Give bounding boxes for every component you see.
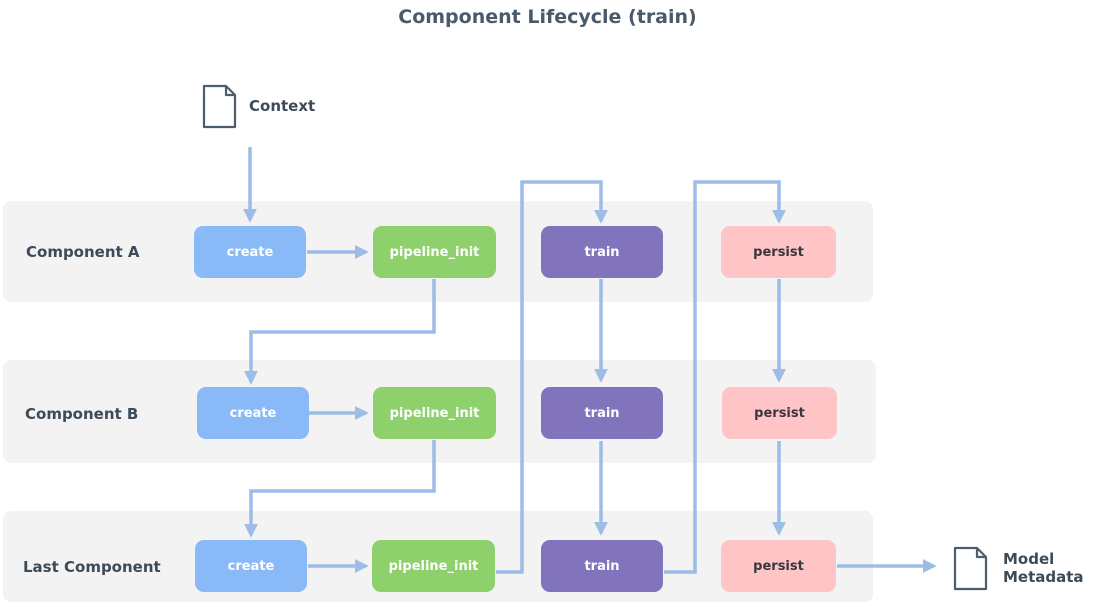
model-metadata-document-icon (953, 546, 988, 591)
node-persist-a: persist (721, 226, 836, 278)
node-train-last: train (541, 540, 663, 592)
node-pipeline-init-a: pipeline_init (373, 226, 496, 278)
node-pipeline-init-last: pipeline_init (372, 540, 495, 592)
row-label-last-component: Last Component (23, 558, 161, 576)
arrow-pipeline-init-b-to-create-last (244, 440, 436, 538)
arrow-pipeline-init-a-to-create-b (244, 279, 436, 385)
row-label-component-b: Component B (25, 405, 139, 423)
model-metadata-label-line2: Metadata (1003, 568, 1084, 586)
context-document-icon (202, 84, 237, 129)
arrow-pipeline-init-last-to-train-a (496, 180, 608, 574)
node-persist-b: persist (722, 387, 837, 439)
node-create-a: create (194, 226, 306, 278)
node-create-last: create (195, 540, 307, 592)
node-pipeline-init-b: pipeline_init (373, 387, 496, 439)
node-train-b: train (541, 387, 663, 439)
model-metadata-label: Model Metadata (1003, 550, 1084, 586)
node-persist-last: persist (721, 540, 836, 592)
node-create-b: create (197, 387, 309, 439)
arrow-train-last-to-persist-a (664, 180, 786, 574)
node-train-a: train (541, 226, 663, 278)
row-label-component-a: Component A (26, 243, 140, 261)
diagram-title: Component Lifecycle (train) (398, 6, 697, 28)
model-metadata-label-line1: Model (1003, 550, 1055, 568)
context-label: Context (249, 97, 316, 115)
